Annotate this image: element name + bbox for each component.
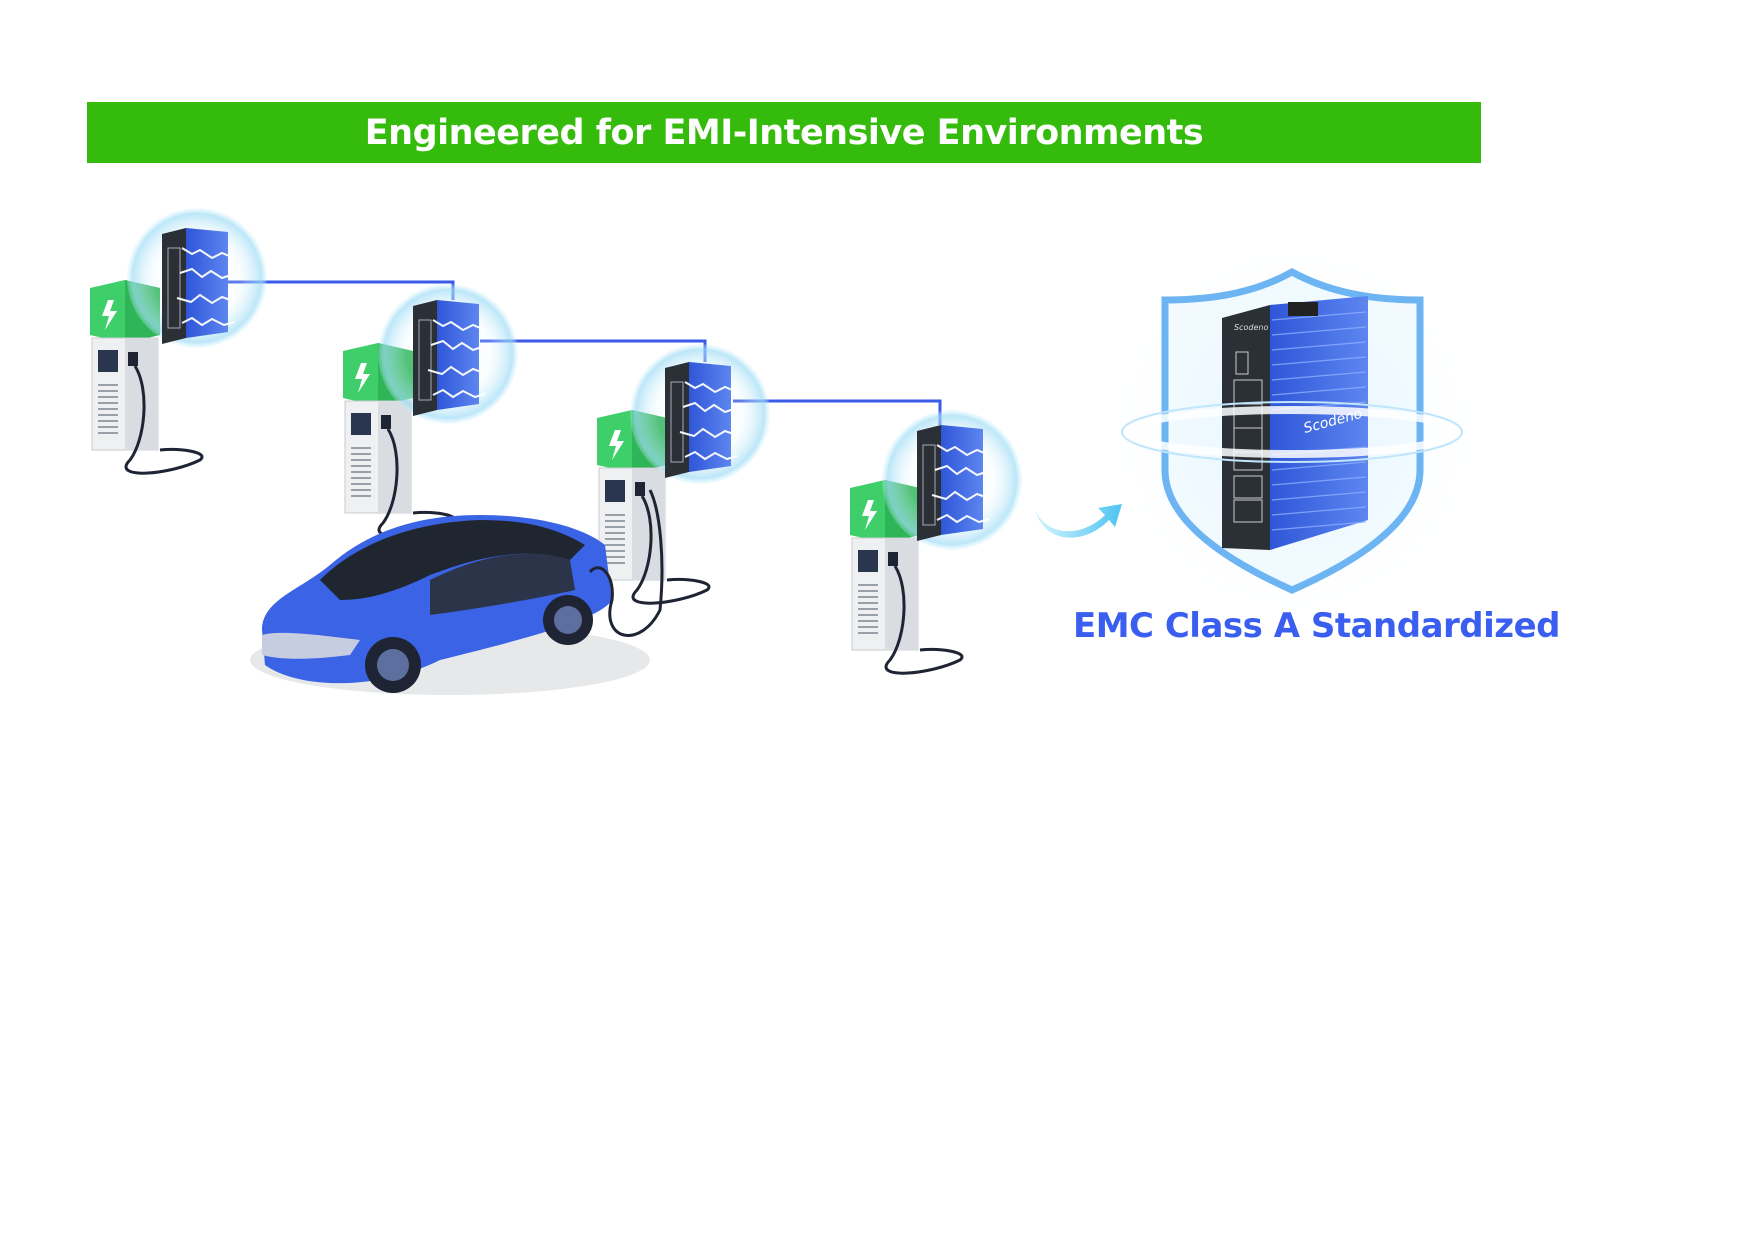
shielded-switch-4 — [882, 410, 1022, 550]
emc-shield: Scodeno Scodeno — [1095, 230, 1495, 630]
emc-class-a-caption: EMC Class A Standardized — [1073, 606, 1560, 646]
network-links — [228, 280, 942, 425]
arrow-icon — [1035, 504, 1122, 538]
shielded-switch-3 — [630, 344, 770, 484]
electric-car — [250, 489, 664, 695]
shielded-switch-2 — [378, 284, 518, 424]
product-front-logo: Scodeno — [1234, 323, 1268, 332]
industrial-switch-product: Scodeno Scodeno — [1222, 296, 1368, 550]
title-banner: Engineered for EMI-Intensive Environment… — [87, 102, 1481, 163]
banner-title: Engineered for EMI-Intensive Environment… — [364, 112, 1204, 153]
shielded-switch-1 — [127, 208, 267, 348]
